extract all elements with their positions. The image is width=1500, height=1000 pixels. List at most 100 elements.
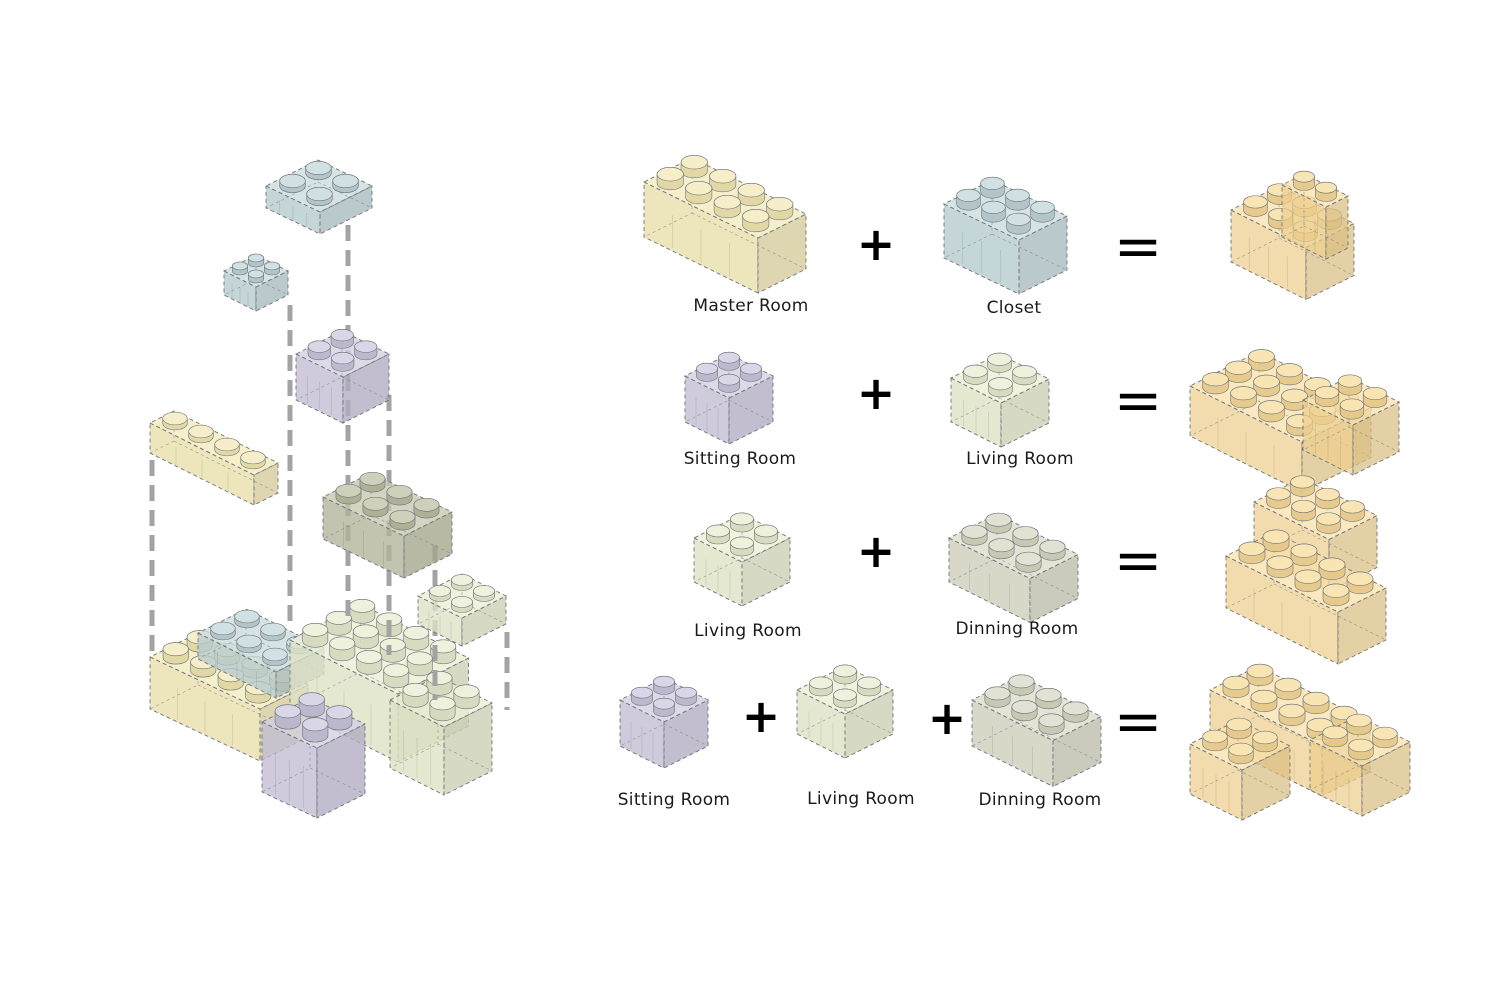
block-hidden-edge bbox=[1273, 583, 1387, 641]
lego-stud bbox=[1243, 195, 1268, 217]
lego-stud bbox=[302, 717, 329, 743]
stud-top bbox=[718, 373, 740, 386]
lego-stud bbox=[1294, 569, 1322, 592]
stud-top bbox=[349, 599, 376, 613]
equals-operator: = bbox=[1113, 687, 1163, 755]
lego-stud bbox=[1266, 555, 1294, 578]
stud-top bbox=[740, 362, 762, 375]
stud-top bbox=[653, 675, 675, 688]
stud-top bbox=[1243, 195, 1268, 209]
equals-operator: = bbox=[1113, 366, 1163, 434]
lego-stud bbox=[713, 195, 741, 219]
lego-stud bbox=[675, 686, 697, 706]
lego-stud bbox=[1314, 386, 1340, 407]
lego-stud bbox=[1030, 200, 1055, 223]
stud-top bbox=[988, 538, 1015, 553]
stud-top bbox=[1293, 170, 1315, 183]
stud-top bbox=[766, 197, 794, 212]
term-living-room bbox=[795, 664, 895, 759]
stud-top bbox=[709, 169, 737, 184]
lego-stud bbox=[857, 676, 881, 697]
stud-top bbox=[473, 585, 495, 597]
lego-stud bbox=[718, 351, 740, 371]
label-living-room: Living Room bbox=[807, 789, 915, 809]
lego-stud bbox=[1293, 170, 1315, 191]
stud-top bbox=[857, 676, 881, 690]
block-master-room-exploded bbox=[148, 410, 280, 506]
stud-top bbox=[1266, 487, 1291, 501]
lego-stud bbox=[349, 599, 376, 624]
lego-stud bbox=[1248, 349, 1275, 372]
lego-stud bbox=[981, 200, 1006, 223]
lego-stud bbox=[1225, 360, 1252, 383]
lego-stud bbox=[429, 585, 451, 602]
stud-top bbox=[356, 650, 383, 664]
stud-top bbox=[1337, 374, 1363, 388]
lego-stud bbox=[306, 187, 333, 206]
lego-stud bbox=[1348, 738, 1374, 761]
result-sitting-living bbox=[1188, 349, 1401, 493]
lego-stud bbox=[260, 622, 286, 642]
stud-top bbox=[1012, 526, 1039, 541]
lego-stud bbox=[985, 512, 1012, 534]
stud-top bbox=[1012, 365, 1037, 379]
lego-stud bbox=[162, 642, 189, 665]
plus-operator: + bbox=[741, 689, 781, 743]
stud-top bbox=[730, 512, 754, 526]
lego-stud bbox=[1276, 363, 1303, 386]
stud-top bbox=[1339, 398, 1365, 412]
stud-top bbox=[1222, 675, 1250, 691]
lego-stud bbox=[1372, 726, 1398, 749]
lego-stud bbox=[1258, 400, 1285, 423]
lego-stud bbox=[426, 670, 453, 696]
lego-stud bbox=[1346, 713, 1372, 736]
lego-stud bbox=[1278, 703, 1306, 726]
lego-stud bbox=[264, 261, 280, 276]
lego-stud bbox=[1252, 730, 1278, 753]
stud-top bbox=[1039, 539, 1066, 554]
lego-stud bbox=[766, 197, 794, 221]
lego-stud bbox=[1318, 557, 1346, 580]
lego-stud bbox=[1316, 512, 1341, 534]
stud-top bbox=[1318, 557, 1346, 572]
lego-stud bbox=[1262, 529, 1290, 552]
lego-stud bbox=[330, 329, 354, 349]
lego-stud bbox=[1322, 725, 1348, 748]
lego-stud bbox=[1226, 717, 1252, 740]
lego-stud bbox=[403, 626, 430, 651]
stud-top bbox=[1038, 713, 1065, 728]
lego-stud bbox=[1346, 571, 1374, 594]
lego-stud bbox=[1238, 541, 1266, 564]
stud-top bbox=[279, 174, 306, 188]
lego-stud bbox=[305, 161, 332, 180]
block-closet-exploded bbox=[264, 159, 374, 235]
stud-top bbox=[329, 636, 356, 651]
lego-stud bbox=[706, 524, 730, 545]
stud-top bbox=[240, 450, 266, 465]
lego-stud bbox=[680, 155, 708, 179]
block-hidden-edge bbox=[619, 678, 665, 747]
label-closet: Closet bbox=[986, 298, 1042, 318]
label-dinning-room: Dinning Room bbox=[955, 619, 1079, 639]
stud-top bbox=[1202, 729, 1228, 744]
block-face-top bbox=[264, 159, 374, 213]
lego-stud bbox=[1012, 365, 1037, 386]
stud-top bbox=[362, 496, 389, 511]
lego-stud bbox=[383, 663, 410, 689]
lego-stud bbox=[809, 676, 833, 697]
lego-stud bbox=[1228, 742, 1254, 765]
lego-stud bbox=[236, 634, 262, 654]
stud-top bbox=[1226, 717, 1252, 732]
term-sitting-room bbox=[618, 675, 710, 769]
stud-top bbox=[451, 574, 473, 586]
stud-top bbox=[332, 174, 359, 188]
lego-stud bbox=[984, 686, 1011, 708]
lego-stud bbox=[988, 538, 1015, 559]
lego-stud bbox=[402, 682, 429, 708]
lego-stud bbox=[451, 596, 473, 613]
lego-stud bbox=[1015, 551, 1042, 573]
lego-stud bbox=[740, 362, 762, 382]
lego-stud bbox=[326, 705, 353, 731]
lego-stud bbox=[718, 373, 740, 393]
lego-stud bbox=[298, 692, 325, 718]
